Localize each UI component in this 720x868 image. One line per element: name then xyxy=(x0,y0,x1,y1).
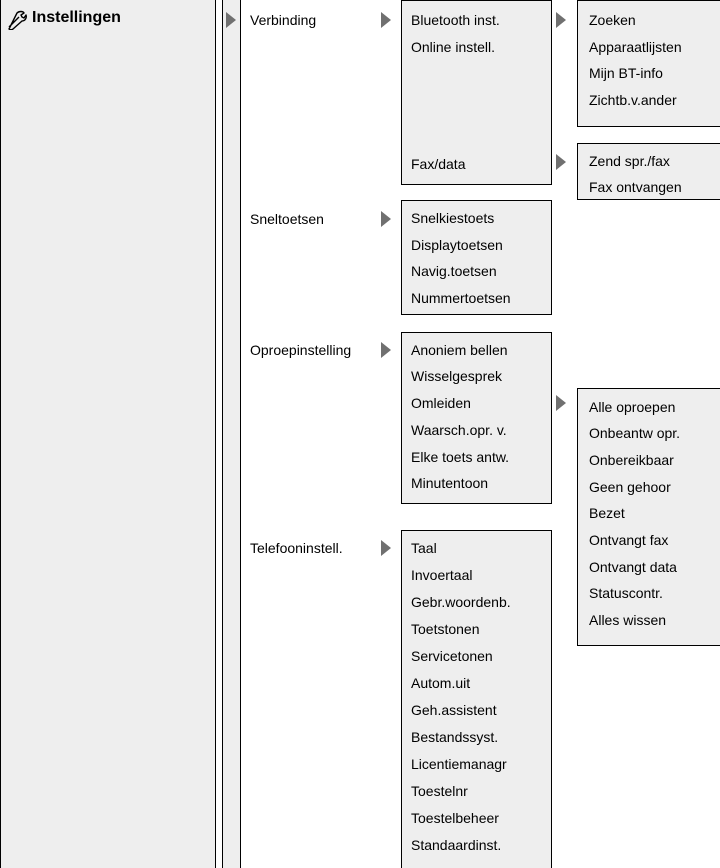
verbinding-submenu xyxy=(401,0,552,185)
menu-item-zichtb[interactable]: Zichtb.v.ander xyxy=(589,92,677,108)
menu-item-verbinding[interactable]: Verbinding xyxy=(250,12,317,28)
divider-line xyxy=(0,0,1,868)
faxdata-submenu xyxy=(577,143,720,200)
menu-item-displaytoetsen[interactable]: Displaytoetsen xyxy=(411,237,503,253)
menu-item-snelkiestoets[interactable]: Snelkiestoets xyxy=(411,210,495,226)
wrench-icon xyxy=(8,10,27,30)
menu-item-sneltoetsen[interactable]: Sneltoetsen xyxy=(250,211,324,227)
menu-item-fax-ontvangen[interactable]: Fax ontvangen xyxy=(589,179,682,195)
menu-item-onbereikbaar[interactable]: Onbereikbaar xyxy=(589,452,674,468)
submenu-arrow-icon xyxy=(381,12,391,28)
menu-item-standaardinst[interactable]: Standaardinst. xyxy=(411,837,502,853)
menu-item-bezet[interactable]: Bezet xyxy=(589,505,625,521)
omleiden-submenu xyxy=(577,388,720,646)
menu-item-taal[interactable]: Taal xyxy=(411,540,437,556)
telefoon-submenu xyxy=(401,530,552,868)
menu-item-oproepinstelling[interactable]: Oproepinstelling xyxy=(250,342,352,358)
menu-item-telefooninstell[interactable]: Telefooninstell. xyxy=(250,540,343,556)
menu-item-elke-toets[interactable]: Elke toets antw. xyxy=(411,449,510,465)
divider-line xyxy=(215,0,216,868)
page-title: Instellingen xyxy=(32,9,121,26)
menu-item-nummertoetsen[interactable]: Nummertoetsen xyxy=(411,290,511,306)
menu-item-anoniem-bellen[interactable]: Anoniem bellen xyxy=(411,342,508,358)
menu-item-geh-assistent[interactable]: Geh.assistent xyxy=(411,702,497,718)
menu-item-bestandssyst[interactable]: Bestandssyst. xyxy=(411,729,499,745)
divider-line xyxy=(240,0,241,868)
menu-item-online-instell[interactable]: Online instell. xyxy=(411,39,496,55)
submenu-arrow-icon xyxy=(381,540,391,556)
menu-item-zend-spr-fax[interactable]: Zend spr./fax xyxy=(589,153,670,169)
divider-line xyxy=(222,0,223,868)
submenu-arrow-icon xyxy=(381,342,391,358)
menu-item-alle-oproepen[interactable]: Alle oproepen xyxy=(589,399,676,415)
submenu-arrow-icon xyxy=(556,154,566,170)
sneltoetsen-submenu xyxy=(401,200,552,315)
submenu-arrow-icon xyxy=(226,12,236,28)
submenu-arrow-icon xyxy=(381,211,391,227)
menu-item-zoeken[interactable]: Zoeken xyxy=(589,12,636,28)
bluetooth-submenu xyxy=(577,0,720,127)
title-column xyxy=(0,0,215,868)
menu-item-wisselgesprek[interactable]: Wisselgesprek xyxy=(411,368,503,384)
submenu-arrow-icon xyxy=(556,12,566,28)
menu-item-gebr-woordenb[interactable]: Gebr.woordenb. xyxy=(411,594,511,610)
menu-item-ontvangt-data[interactable]: Ontvangt data xyxy=(589,559,677,575)
menu-item-fax-data[interactable]: Fax/data xyxy=(411,156,466,172)
menu-item-toetstonen[interactable]: Toetstonen xyxy=(411,621,480,637)
menu-item-navig-toetsen[interactable]: Navig.toetsen xyxy=(411,263,497,279)
menu-item-statuscontr[interactable]: Statuscontr. xyxy=(589,585,663,601)
menu-item-minutentoon[interactable]: Minutentoon xyxy=(411,475,489,491)
menu-item-waarsch[interactable]: Waarsch.opr. v. xyxy=(411,422,507,438)
menu-item-mijn-bt-info[interactable]: Mijn BT-info xyxy=(589,65,663,81)
menu-item-toestelnr[interactable]: Toestelnr xyxy=(411,783,468,799)
menu-item-apparaatlijsten[interactable]: Apparaatlijsten xyxy=(589,39,682,55)
menu-item-bluetooth[interactable]: Bluetooth inst. xyxy=(411,12,500,28)
menu-item-omleiden[interactable]: Omleiden xyxy=(411,395,471,411)
submenu-arrow-icon xyxy=(556,395,566,411)
menu-item-invoertaal[interactable]: Invoertaal xyxy=(411,567,473,583)
menu-item-servicetonen[interactable]: Servicetonen xyxy=(411,648,493,664)
menu-item-toestelbeheer[interactable]: Toestelbeheer xyxy=(411,810,499,826)
menu-item-onbeantw[interactable]: Onbeantw opr. xyxy=(589,425,681,441)
menu-item-licentiemanagr[interactable]: Licentiemanagr xyxy=(411,756,507,772)
menu-item-autom-uit[interactable]: Autom.uit xyxy=(411,675,471,691)
spacer-column xyxy=(222,0,240,868)
menu-item-geen-gehoor[interactable]: Geen gehoor xyxy=(589,479,671,495)
menu-item-alles-wissen[interactable]: Alles wissen xyxy=(589,612,667,628)
menu-item-ontvangt-fax[interactable]: Ontvangt fax xyxy=(589,532,669,548)
oproep-submenu xyxy=(401,332,552,504)
